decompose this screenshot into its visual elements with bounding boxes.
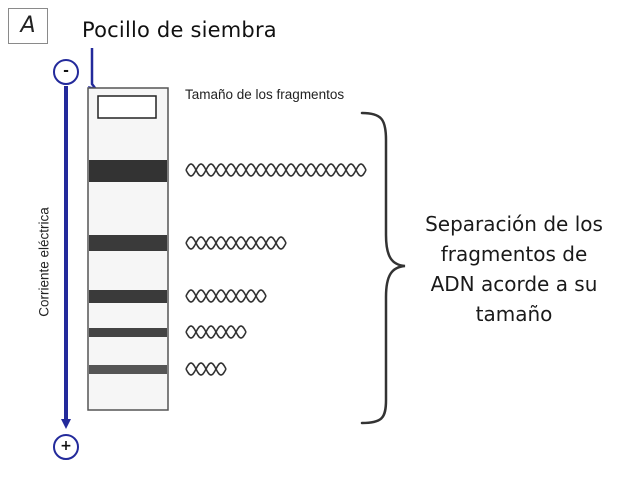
dna-fragment-3 [185,289,267,303]
separation-line-3: ADN acorde a su [430,272,598,296]
band-4 [89,328,167,337]
band-2 [89,235,167,251]
band-3 [89,290,167,303]
negative-electrode: - [53,59,79,85]
separation-line-2: fragmentos de [440,242,588,266]
dna-strand-2 [185,289,267,303]
dna-fragment-1 [185,163,367,177]
positive-electrode: + [53,434,79,460]
separation-line-1: Separación de los [425,212,603,236]
dna-strand-2 [185,325,247,339]
separation-caption: Separación de los fragmentos de ADN acor… [398,209,629,329]
separation-line-4: tamaño [475,302,553,326]
dna-strand-2 [185,362,227,376]
dna-fragment-4 [185,325,247,339]
gel-bands [89,160,167,374]
well-pointer-arrow [90,48,99,93]
curly-brace [360,111,406,425]
band-5 [89,365,167,374]
sample-well [97,95,157,119]
dna-strand-2 [185,163,367,177]
band-1 [89,160,167,182]
well-title: Pocillo de siembra [82,18,277,42]
fragment-size-label: Tamaño de los fragmentos [185,87,345,102]
dna-strand-2 [185,236,287,250]
dna-fragment-2 [185,236,287,250]
dna-fragment-5 [185,362,227,376]
panel-label: A [8,8,48,44]
dna-fragments [185,163,367,376]
